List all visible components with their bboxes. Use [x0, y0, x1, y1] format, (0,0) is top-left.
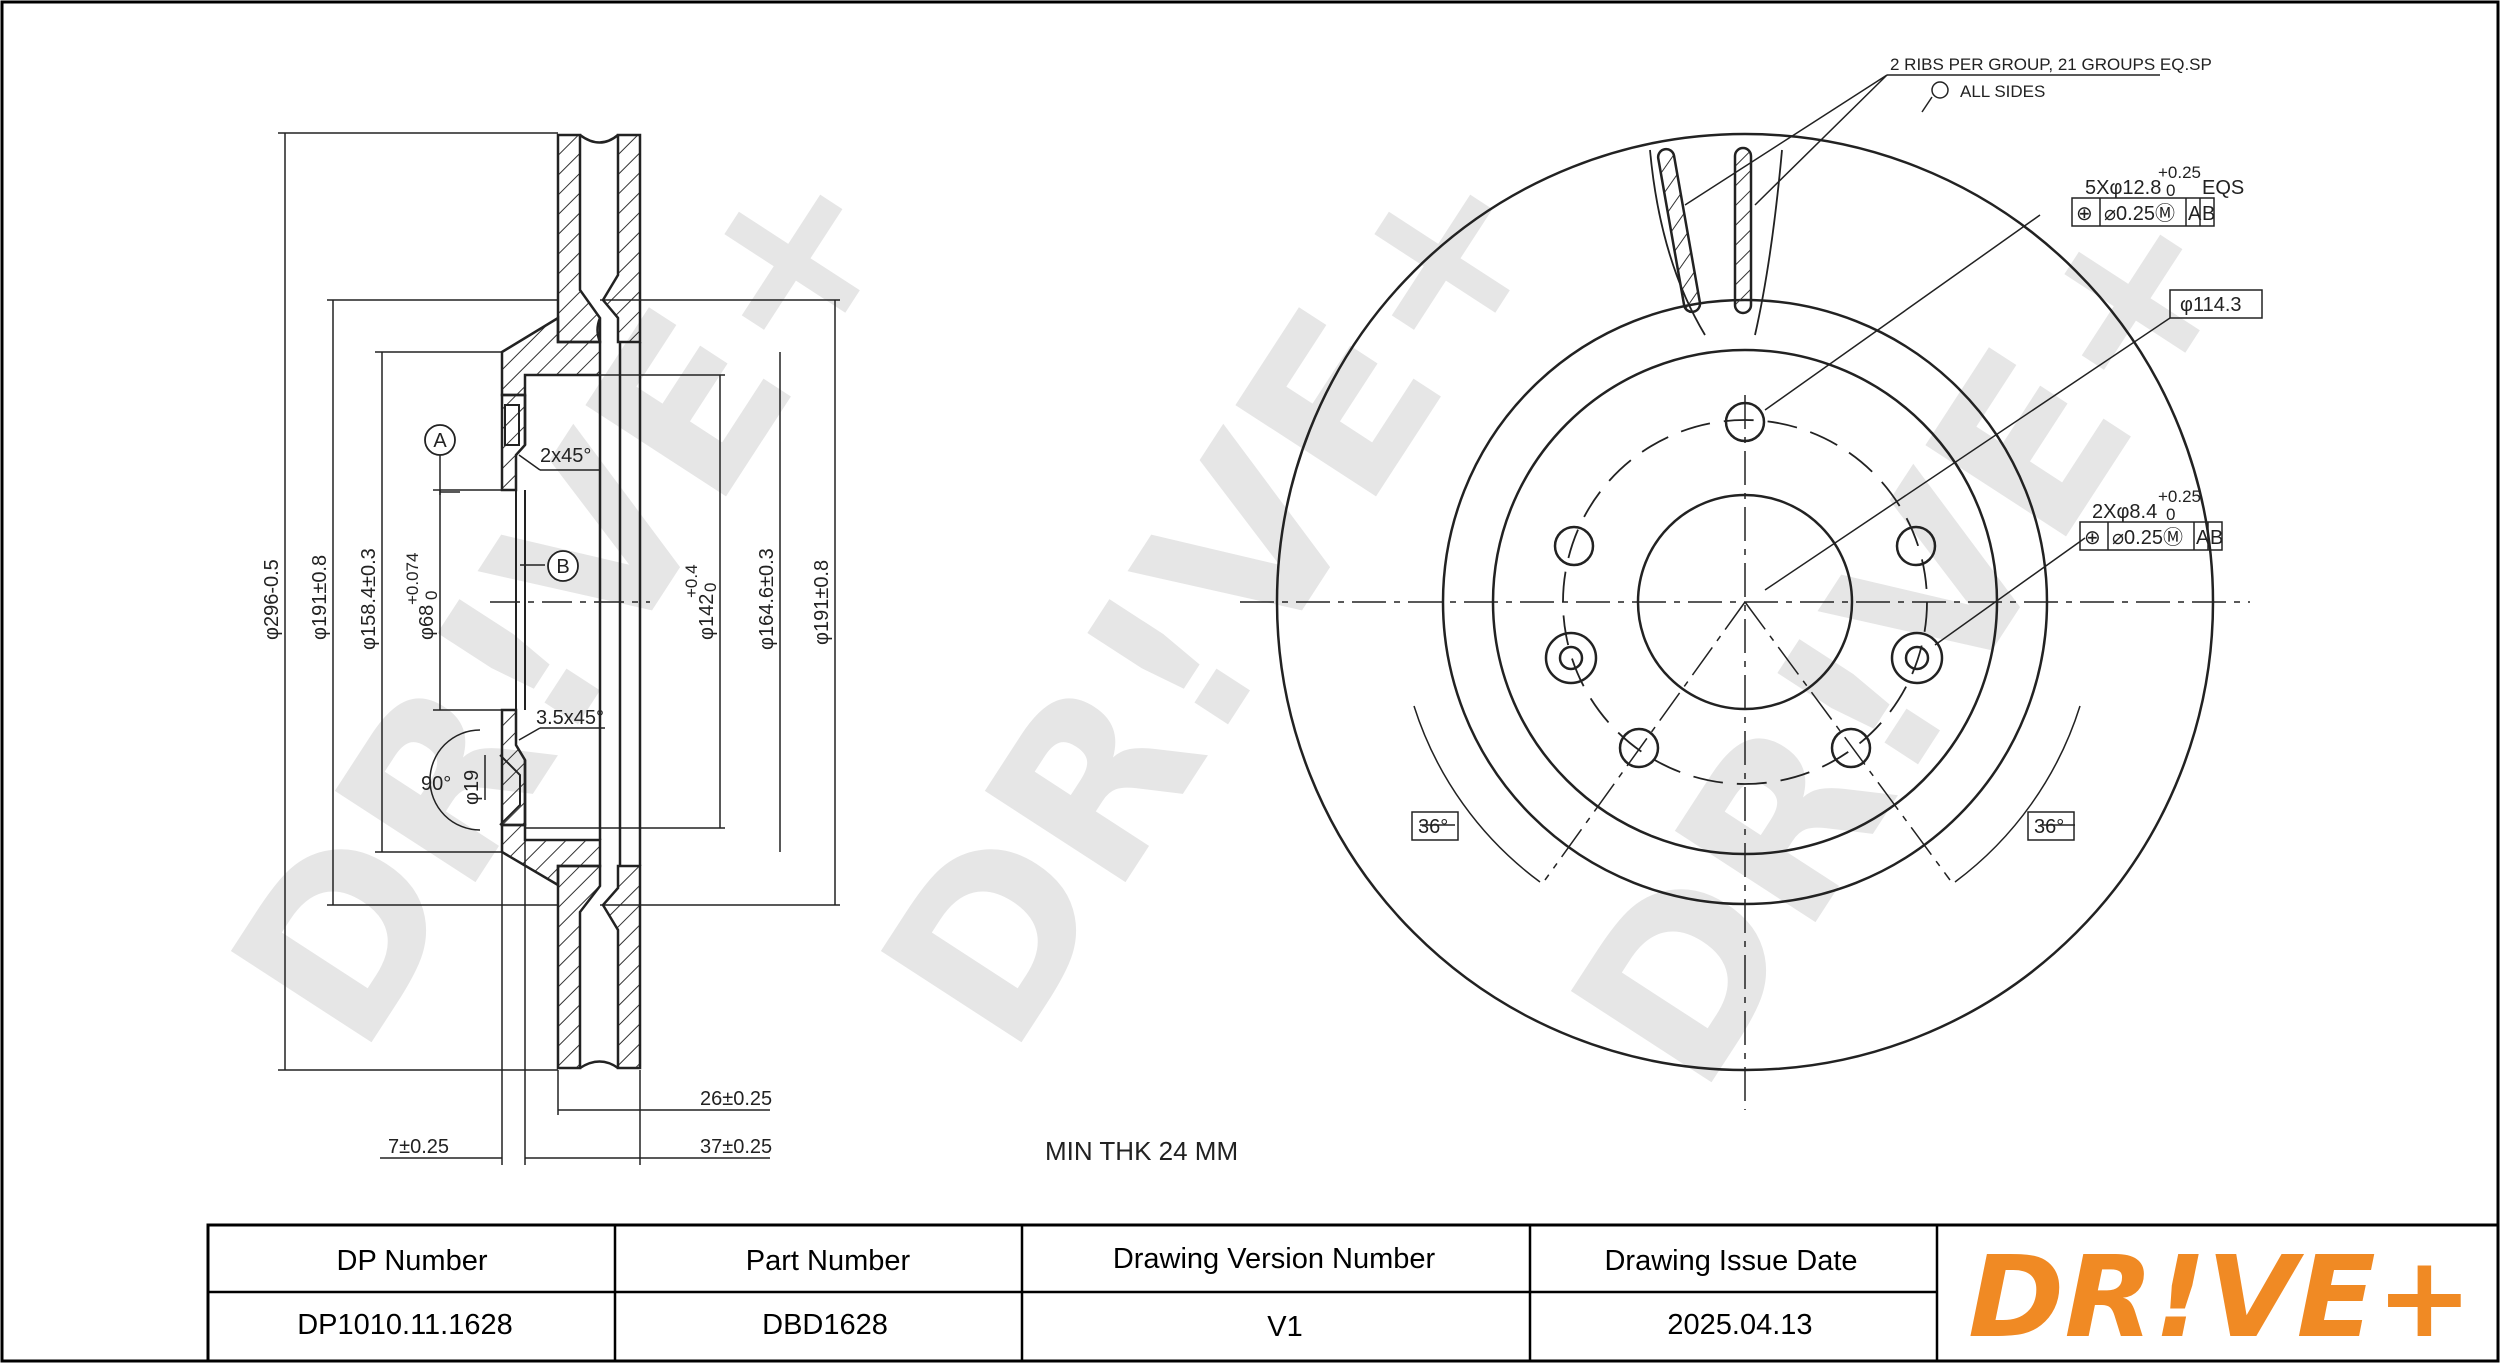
stud-hole-5: [1553, 525, 1595, 567]
dim-outer-diameter: φ296-0.5: [261, 559, 283, 640]
dim-191-right: φ191±0.8: [811, 560, 833, 645]
brand-logo: DR!VE+: [1968, 1233, 2473, 1363]
front-leaders: [1413, 74, 2171, 883]
dim-68-tolerance: +0.074: [403, 553, 422, 605]
datum-a-label: A: [433, 430, 447, 452]
title-block: DP Number Part Number Drawing Version Nu…: [206, 1223, 2500, 1363]
dim-158: φ158.4±0.3: [358, 548, 380, 650]
dim-142-tolerance: +0.4: [682, 564, 701, 598]
rib-2: [1733, 146, 1753, 315]
value-part-number: DBD1628: [762, 1309, 888, 1341]
rib-1: [1656, 147, 1702, 314]
dim-angle-90: 90°: [421, 773, 451, 795]
holes2-fcf-datum-a: A: [2196, 527, 2210, 549]
section-view: [499, 133, 642, 1070]
dim-142: φ142: [696, 594, 718, 640]
datum-b-label: B: [556, 556, 569, 578]
dim-height-37: 37±0.25: [700, 1136, 772, 1158]
angle-right: 36°: [2034, 816, 2064, 838]
section-top-ring: [556, 133, 602, 344]
front-annotations: 2 RIBS PER GROUP, 21 GROUPS EQ.SP ALL SI…: [1411, 55, 2263, 841]
header-dp-number: DP Number: [337, 1245, 488, 1277]
watermark-right: DR!VE+: [1522, 145, 2291, 1130]
all-sides-note: ALL SIDES: [1960, 82, 2045, 101]
holes5-fcf: ⊕ ⌀0.25Ⓜ A B: [2071, 197, 2215, 227]
stud-hole-4: [1618, 727, 1660, 769]
value-dp-number: DP1010.11.1628: [297, 1309, 513, 1341]
stud-hole-2: [1895, 525, 1937, 567]
dim-142-tolerance-zero: 0: [701, 583, 720, 592]
section-extension-lines: [278, 132, 840, 1165]
section-hat-lower: [500, 823, 602, 888]
section-top-ring-outer: [601, 133, 642, 344]
angle-left: 36°: [1418, 816, 1448, 838]
min-thickness-note: MIN THK 24 MM: [1045, 1136, 1238, 1166]
datum-a-circle: [424, 424, 456, 456]
holes5-eqs: EQS: [2202, 177, 2244, 199]
header-drawing-version: Drawing Version Number: [1113, 1243, 1436, 1275]
value-drawing-version: V1: [1267, 1311, 1302, 1343]
holes2-callout: 2Xφ8.4: [2092, 501, 2157, 523]
holes5-fcf-tolerance: ⌀0.25Ⓜ: [2104, 202, 2175, 225]
holes2-fcf-tolerance: ⌀0.25Ⓜ: [2112, 526, 2183, 549]
holes2-fcf-position: ⊕: [2084, 527, 2101, 549]
holes5-fcf-position: ⊕: [2076, 203, 2093, 225]
section-dimension-labels: φ296-0.5 φ191±0.8 φ158.4±0.3 φ68 +0.074 …: [261, 445, 833, 1158]
holes2-fcf: ⊕ ⌀0.25Ⓜ A B: [2079, 521, 2223, 551]
section-bottom-ring: [556, 864, 602, 1070]
locator-hole-right: [1890, 631, 1944, 685]
holes5-fcf-datum-a: A: [2188, 203, 2202, 225]
holes5-fcf-datum-b: B: [2202, 203, 2215, 225]
holes5-callout: 5Xφ12.8: [2085, 177, 2161, 199]
holes2-tolerance-zero: 0: [2166, 505, 2175, 524]
dim-68-tolerance-zero: 0: [422, 591, 441, 600]
dim-thickness-26: 26±0.25: [700, 1088, 772, 1110]
front-centerlines: [1240, 395, 2250, 1110]
holes5-tolerance-zero: 0: [2166, 181, 2175, 200]
dim-191-left: φ191±0.8: [309, 555, 331, 640]
header-part-number: Part Number: [746, 1245, 911, 1277]
datum-b-circle: [547, 550, 579, 582]
stud-hole-3: [1830, 727, 1872, 769]
value-issue-date: 2025.04.13: [1667, 1309, 1812, 1341]
section-bottom-ring-outer: [601, 864, 642, 1070]
ribs-note: 2 RIBS PER GROUP, 21 GROUPS EQ.SP: [1890, 55, 2212, 74]
dim-164: φ164.6±0.3: [756, 548, 778, 650]
dim-68: φ68: [416, 605, 438, 640]
dim-19: φ19: [461, 770, 483, 805]
holes5-tolerance: +0.25: [2158, 163, 2201, 182]
holes2-tolerance: +0.25: [2158, 487, 2201, 506]
dim-chamfer-3-5x45: 3.5x45°: [536, 707, 604, 729]
holes2-fcf-datum-b: B: [2210, 527, 2223, 549]
dim-hat-7: 7±0.25: [388, 1136, 449, 1158]
locator-hole-left: [1544, 631, 1598, 685]
dim-chamfer-2x45: 2x45°: [540, 445, 591, 467]
header-issue-date: Drawing Issue Date: [1604, 1245, 1857, 1277]
pcd-callout: φ114.3: [2180, 294, 2242, 316]
watermark-group: DR!VE+ DR!VE+ DR!VE+: [182, 105, 2291, 1130]
